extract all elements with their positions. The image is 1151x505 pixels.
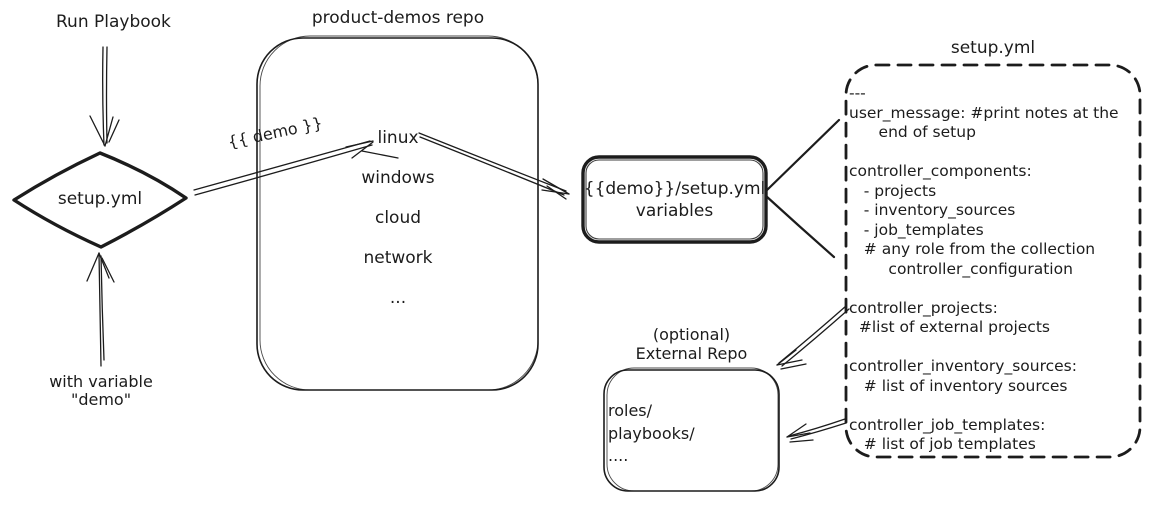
- yaml-line: user_message: #print notes at the: [849, 103, 1119, 122]
- arrow-setup-to-external-bottom: [786, 418, 847, 443]
- arrow-with-variable: [86, 252, 115, 367]
- yaml-line: controller_configuration: [849, 259, 1073, 278]
- external-repo-optional: (optional): [652, 325, 731, 344]
- yaml-line: controller_job_templates:: [849, 415, 1046, 434]
- connector-variables-to-setup-top: [764, 118, 841, 193]
- box-external-repo: [603, 367, 780, 492]
- product-demos-repo-title: product-demos repo: [311, 8, 485, 28]
- run-playbook-label: Run Playbook: [56, 12, 171, 32]
- external-repo-line: roles/: [608, 401, 653, 420]
- external-repo-label: (optional) External Repo: [603, 325, 780, 363]
- yaml-line: controller_projects:: [849, 298, 998, 317]
- yaml-line: [849, 396, 1119, 416]
- setup-yml-title: setup.yml: [950, 38, 1036, 58]
- variables-box-line2: variables: [635, 200, 714, 221]
- box-product-demos: [256, 35, 539, 391]
- yaml-line: # list of job templates: [849, 435, 1036, 453]
- variables-box-label: {{demo}}/setup.yml variables: [583, 157, 766, 242]
- repo-item: linux: [377, 128, 419, 148]
- setup-yml-content: ---user_message: #print notes at the end…: [849, 84, 1119, 455]
- repo-item-list: linux windows cloud network...: [257, 118, 539, 318]
- variables-box-line1: {{demo}}/setup.yml: [583, 178, 766, 199]
- yaml-line: #list of external projects: [849, 318, 1050, 336]
- repo-item: windows: [361, 168, 435, 188]
- external-repo-content: roles/playbooks/....: [608, 400, 695, 468]
- arrow-linux-to-variables: [418, 132, 570, 200]
- with-variable-line2: "demo": [70, 390, 132, 409]
- yaml-line: - job_templates: [849, 220, 984, 239]
- external-repo-name: External Repo: [635, 344, 748, 363]
- diamond-setup-yml: [12, 151, 188, 249]
- external-repo-line: ....: [608, 446, 629, 465]
- with-variable-line1: with variable: [49, 372, 153, 391]
- arrow-setup-to-external-top: [776, 305, 850, 370]
- repo-item: ...: [389, 288, 407, 308]
- yaml-line: controller_components:: [849, 162, 1032, 180]
- yaml-line: controller_inventory_sources:: [849, 357, 1077, 375]
- box-setup-yml-dashed: [844, 63, 1142, 459]
- yaml-line: - inventory_sources: [849, 201, 1016, 219]
- yaml-line: # any role from the collection: [849, 240, 1096, 258]
- arrow-demo-to-linux: [193, 140, 399, 196]
- yaml-line: ---: [849, 84, 866, 102]
- yaml-line: [849, 279, 1119, 299]
- yaml-line: # list of inventory sources: [849, 376, 1068, 395]
- yaml-line: [849, 338, 1119, 358]
- repo-item: cloud: [374, 208, 422, 228]
- box-variables: [581, 155, 768, 244]
- setup-yml-diamond-label: setup.yml: [57, 189, 143, 209]
- with-variable-label: with variable "demo": [26, 373, 176, 409]
- repo-item: network: [363, 248, 433, 268]
- external-repo-line: playbooks/: [608, 423, 695, 443]
- yaml-line: - projects: [849, 181, 937, 200]
- connector-variables-to-setup-bottom: [764, 194, 836, 259]
- yaml-line: [849, 143, 1119, 163]
- yaml-line: end of setup: [849, 123, 976, 141]
- arrow-run-playbook: [89, 46, 120, 147]
